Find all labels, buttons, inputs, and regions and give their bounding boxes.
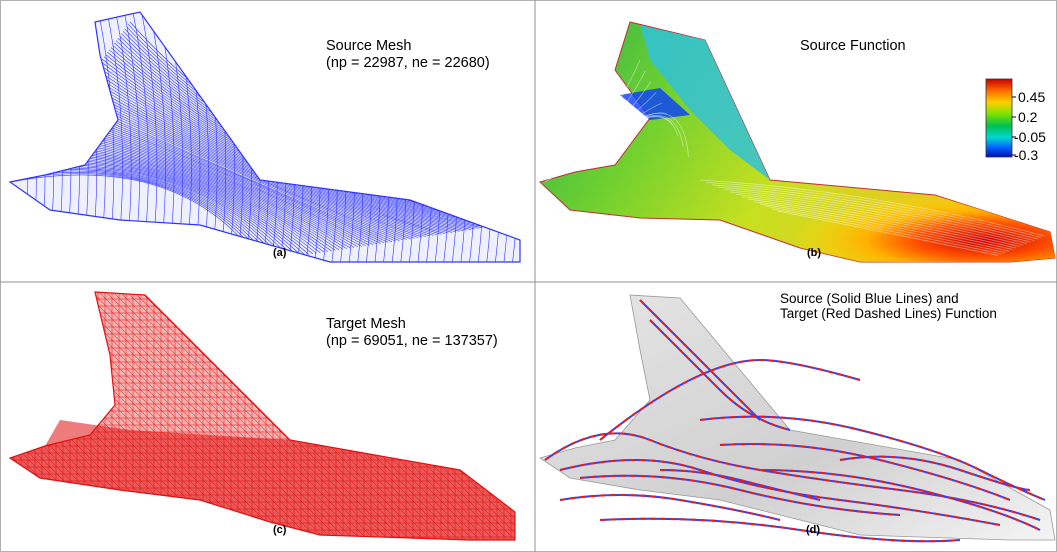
- contour-line: [753, 201, 1013, 250]
- target-dashed-line: [559, 494, 781, 521]
- mesh-line: [10, 292, 59, 540]
- mesh-line: [81, 86, 415, 239]
- panel-c-title: Target Mesh (np = 69051, ne = 137357): [326, 316, 498, 350]
- panel-d-title: Source (Solid Blue Lines) and Target (Re…: [780, 291, 997, 321]
- contour-line: [585, 112, 689, 158]
- mesh-line: [10, 292, 94, 540]
- mesh-line: [26, 12, 46, 262]
- mesh-line: [78, 12, 98, 262]
- contour-line: [735, 194, 1024, 246]
- contour-line: [705, 182, 1042, 238]
- panel-d-title-line2: Target (Red Dashed Lines) Function: [780, 306, 997, 321]
- target-dashed-line: [839, 455, 1031, 491]
- contour-line: [558, 92, 657, 175]
- panel-b-title: Source Function: [800, 38, 906, 54]
- mesh-line: [10, 292, 108, 540]
- contour-line: [723, 189, 1031, 243]
- contour-line: [544, 59, 641, 183]
- mesh-line: [10, 174, 261, 262]
- contour-line: [549, 70, 646, 180]
- target-dashed-line: [699, 415, 1046, 501]
- source-function-blue-patch: [620, 88, 690, 120]
- mesh-line: [75, 93, 404, 241]
- mesh-line: [44, 12, 63, 262]
- target-dashed-line: [599, 358, 861, 441]
- mesh-line: [10, 292, 45, 540]
- mesh-line: [11, 173, 265, 262]
- mesh-line: [13, 172, 268, 262]
- contour-line: [729, 191, 1028, 244]
- mesh-line: [10, 292, 31, 540]
- panel-c-title-line2: (np = 69051, ne = 137357): [326, 333, 498, 349]
- target-dashed-line: [599, 517, 961, 543]
- colorbar-tick-label: -0.3: [1014, 147, 1039, 163]
- mesh-line: [10, 12, 29, 262]
- contour-line: [576, 116, 679, 164]
- contour-line: [771, 208, 1002, 255]
- contour-line: [571, 116, 673, 167]
- contour-line: [553, 81, 652, 177]
- colorbar: [985, 78, 1016, 158]
- contour-line: [777, 210, 999, 256]
- contour-line: [567, 112, 668, 169]
- mesh-line: [10, 292, 73, 540]
- panel-a-title: Source Mesh (np = 22987, ne = 22680): [326, 38, 490, 72]
- contour-line: [580, 114, 684, 161]
- contour-line: [699, 179, 1046, 237]
- mesh-line: [10, 292, 115, 540]
- mesh-line: [10, 292, 87, 540]
- panel-c-title-line1: Target Mesh: [326, 316, 406, 332]
- target-dashed-line: [659, 469, 821, 501]
- mesh-line: [10, 292, 24, 540]
- mesh-line: [10, 292, 80, 540]
- colorbar-gradient: [985, 78, 1013, 158]
- panel-d-label: (d): [806, 524, 821, 536]
- panel-a-label: (a): [273, 247, 287, 259]
- panel-d-function-comparison: [539, 294, 1056, 543]
- source-function-hot-region: [700, 175, 1055, 262]
- mesh-line: [79, 88, 411, 240]
- panel-a-title-line1: Source Mesh: [326, 38, 412, 54]
- colorbar-tick-label: -0.05: [1014, 129, 1046, 145]
- colorbar-tick-label: 0.2: [1018, 109, 1038, 125]
- comparison-contour-lines: [544, 299, 1046, 543]
- source-function-cool-fin: [640, 25, 770, 180]
- contour-line: [562, 102, 662, 172]
- mesh-line: [18, 12, 37, 262]
- target-dashed-line: [719, 443, 1011, 501]
- panel-d-title-line1: Source (Solid Blue Lines) and: [780, 291, 959, 306]
- mesh-line: [10, 292, 101, 540]
- contour-line: [741, 196, 1020, 247]
- target-dashed-line: [759, 469, 1041, 531]
- mesh-line: [82, 84, 419, 238]
- target-mesh-dense-region: [10, 420, 515, 540]
- mesh-line: [10, 292, 52, 540]
- panel-a-title-line2: (np = 22987, ne = 22680): [326, 55, 490, 71]
- contour-line: [765, 206, 1006, 253]
- target-dashed-line: [639, 299, 761, 421]
- mesh-line: [10, 292, 38, 540]
- mesh-line: [61, 12, 80, 262]
- panel-b-source-function: [539, 21, 1056, 263]
- colorbar-tick-label: 0.45: [1018, 89, 1046, 105]
- panel-c-label: (c): [273, 524, 287, 536]
- target-dashed-line: [579, 474, 901, 516]
- mesh-line: [69, 12, 89, 262]
- mesh-line: [0, 285, 9, 552]
- mesh-line: [52, 12, 72, 262]
- panel-b-label: (b): [807, 247, 822, 259]
- contour-line: [717, 186, 1035, 241]
- mesh-line: [10, 292, 66, 540]
- contour-line: [711, 184, 1038, 240]
- contour-line: [759, 203, 1010, 252]
- contour-line: [747, 198, 1017, 249]
- mesh-line: [10, 292, 17, 540]
- mesh-line: [84, 82, 423, 238]
- mesh-line: [517, 12, 520, 262]
- source-function-contours: [544, 59, 1046, 256]
- target-dashed-line: [544, 432, 1041, 521]
- mesh-line: [35, 12, 55, 262]
- target-dashed-line: [649, 319, 791, 431]
